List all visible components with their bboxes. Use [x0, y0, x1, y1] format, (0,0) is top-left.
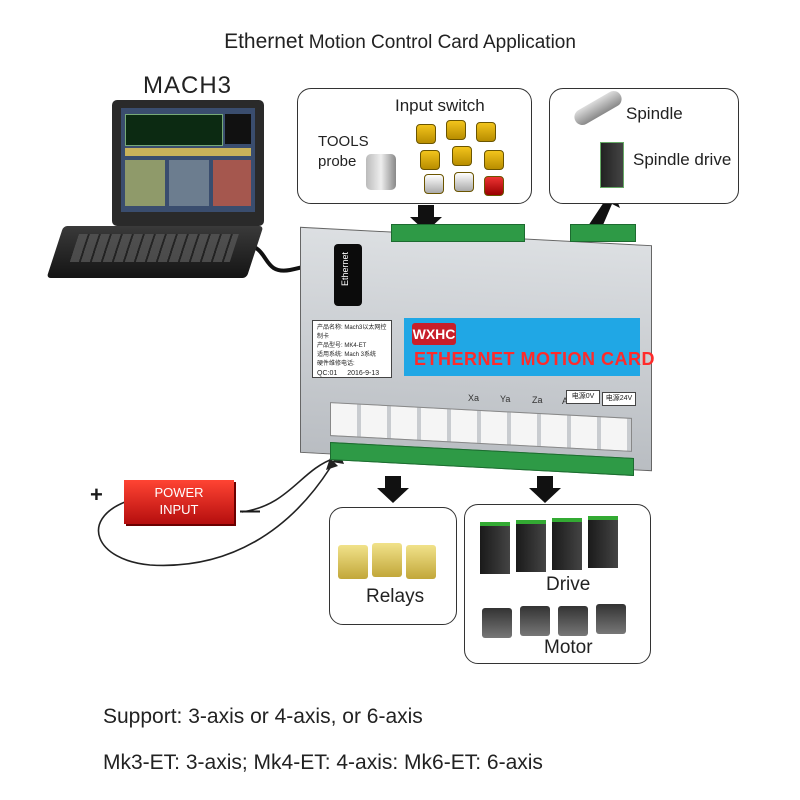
spindle-drive-label: Spindle drive	[633, 150, 732, 169]
laptop-screen-frame	[112, 100, 264, 226]
tools-label: TOOLS	[318, 133, 369, 150]
drive-image	[588, 516, 618, 568]
tool-probe-image	[366, 154, 396, 190]
title-ethernet: Ethernet	[224, 30, 304, 53]
motor-image	[520, 606, 550, 636]
power-minus-sign: —	[240, 500, 260, 522]
motor-image	[482, 608, 512, 638]
power-input-block: POWER INPUT	[124, 480, 234, 524]
drive-image	[516, 520, 546, 572]
input-switch-image	[416, 124, 436, 144]
ethernet-port-label: Ethernet	[340, 252, 350, 287]
axis-label-y: Ya	[500, 394, 511, 404]
motor-image	[596, 604, 626, 634]
info-line: 硬件维修电话:	[317, 361, 355, 367]
info-line: 适用系统: Mach 3系统	[317, 352, 377, 358]
mach3-label: MACH3	[143, 72, 233, 99]
drive-label: Drive	[546, 574, 591, 595]
product-info-label: 产品名称: Mach3以太网控制卡 产品型号: MK4-ET 适用系统: Mac…	[312, 320, 392, 378]
motor-label: Motor	[544, 637, 593, 658]
input-switch-image	[420, 150, 440, 170]
relay-image	[372, 543, 402, 577]
input-switch-image	[424, 174, 444, 194]
card-banner-text: ETHERNET MOTION CARD	[414, 349, 655, 369]
diagram-title: Ethernet Motion Control Card Application	[0, 30, 800, 54]
probe-label: probe	[318, 153, 357, 170]
relay-image	[406, 545, 436, 579]
spindle-label: Spindle	[626, 104, 683, 123]
support-line: Support: 3-axis or 4-axis, or 6-axis	[103, 705, 423, 728]
card-banner: WXHC ETHERNET MOTION CARD	[404, 318, 655, 376]
axis-label-z: Za	[532, 395, 543, 405]
input-terminal-block	[391, 224, 525, 242]
relays-label: Relays	[366, 586, 425, 607]
motor-image	[558, 606, 588, 636]
spindle-drive-image	[600, 142, 624, 188]
drive-image	[480, 522, 510, 574]
input-switch-image	[446, 120, 466, 140]
axis-label-x: Xa	[468, 393, 480, 403]
input-switch-label: Input switch	[395, 96, 485, 115]
input-switch-image	[476, 122, 496, 142]
power-plus-sign: +	[90, 482, 103, 507]
power-tag-0v: 电源0V	[566, 390, 600, 404]
drive-image	[552, 518, 582, 570]
info-line: 产品型号: MK4-ET	[317, 343, 367, 349]
title-rest: Motion Control Card Application	[308, 32, 576, 53]
power-input-line1: POWER	[154, 485, 204, 500]
power-input-line2: INPUT	[159, 502, 199, 517]
input-switch-image	[484, 176, 504, 196]
input-switch-image	[452, 146, 472, 166]
qc-label: QC:01	[317, 370, 338, 377]
date-label: 2016-9-13	[347, 370, 380, 377]
ethernet-port: Ethernet	[334, 244, 362, 306]
laptop-keyboard	[46, 226, 264, 278]
input-switch-image	[484, 150, 504, 170]
model-axis-line: Mk3-ET: 3-axis; Mk4-ET: 4-axis: Mk6-ET: …	[103, 751, 543, 774]
wxhc-logo: WXHC	[412, 323, 456, 345]
info-line: 产品名称: Mach3以太网控制卡	[317, 325, 387, 340]
input-switch-image	[454, 172, 474, 192]
mach3-screen	[121, 108, 255, 212]
spindle-terminal-block	[570, 224, 636, 242]
power-tag-24v: 电源24V	[602, 392, 636, 406]
relay-image	[338, 545, 368, 579]
